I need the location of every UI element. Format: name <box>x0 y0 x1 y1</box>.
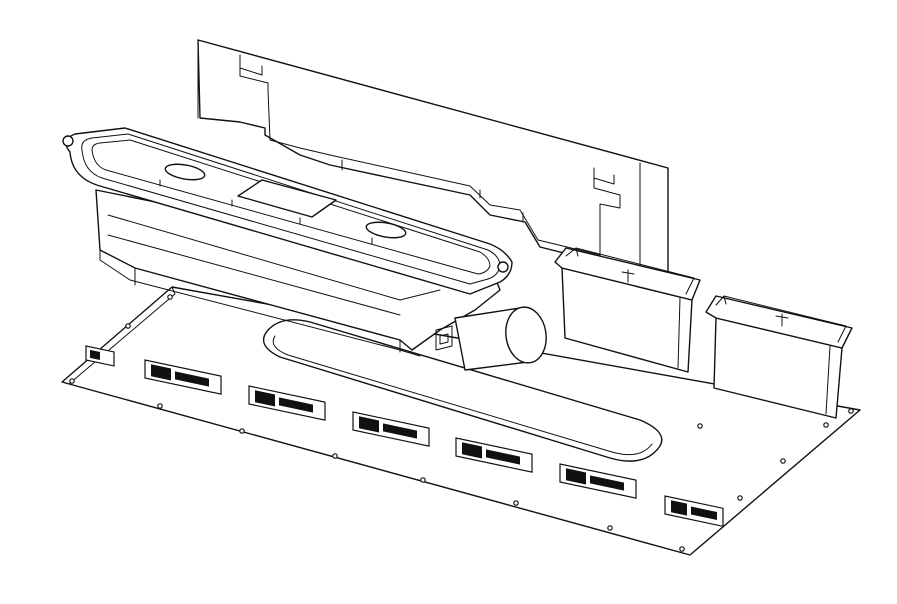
logo-badge <box>352 411 430 447</box>
long-trough <box>62 127 513 357</box>
box-right <box>705 295 853 419</box>
logo-badge <box>455 437 533 473</box>
logo-badge <box>664 495 724 528</box>
logo-badge <box>559 463 637 499</box>
base-plate <box>61 286 861 556</box>
plate-slot <box>262 319 663 462</box>
drain-cylinder <box>435 306 547 371</box>
logo-badge <box>85 345 115 367</box>
logo-badge <box>144 359 222 395</box>
box-left <box>554 247 701 373</box>
logo-badge <box>248 385 326 421</box>
logo-badges <box>85 345 724 528</box>
